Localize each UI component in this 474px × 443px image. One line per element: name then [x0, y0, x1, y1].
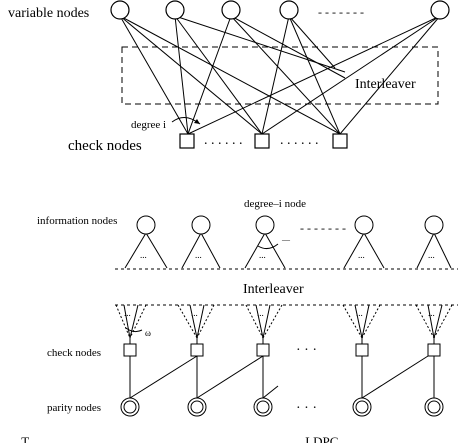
check-node-fans — [115, 304, 453, 339]
check-node-stems — [129, 338, 435, 344]
small-dots: ... — [358, 250, 365, 260]
small-dots: ... — [356, 308, 363, 318]
small-dots: ... — [259, 250, 266, 260]
parity-node — [253, 397, 273, 417]
small-dots: ... — [124, 308, 131, 318]
small-dots: ... — [428, 308, 435, 318]
check-node — [179, 133, 195, 149]
variable-nodes-ellipsis: - - - - - - - — [318, 5, 364, 19]
information-nodes — [136, 215, 444, 235]
check-node — [256, 343, 270, 357]
variable-node — [165, 0, 185, 20]
interleaver-bottom-label: Interleaver — [243, 282, 304, 297]
variable-nodes — [110, 0, 450, 20]
interleaver-label: Interleaver — [355, 77, 416, 92]
information-ellipsis: - - - - - - - — [300, 221, 346, 235]
parity-node — [424, 397, 444, 417]
check-nodes-bottom-label: check nodes — [47, 347, 101, 359]
degree-arrowhead — [194, 119, 200, 124]
variable-node — [279, 0, 299, 20]
small-dots: ... — [257, 308, 264, 318]
parity-nodes-ellipsis: · · · — [296, 401, 317, 416]
check-nodes-bottom — [123, 343, 441, 357]
small-dots: ... — [428, 250, 435, 260]
parity-node — [352, 397, 372, 417]
information-node — [191, 215, 211, 235]
parity-node — [120, 397, 140, 417]
top-diagram: variable nodes Interleaver — [8, 0, 450, 154]
small-dots: ... — [140, 250, 147, 260]
information-node — [255, 215, 275, 235]
information-nodes-label: information nodes — [37, 215, 117, 227]
check-nodes-ellipsis-1: . . . . . . — [204, 133, 243, 148]
parity-nodes — [120, 397, 444, 417]
variable-node — [221, 0, 241, 20]
parity-nodes-label: parity nodes — [47, 402, 101, 414]
degree-label: degree i — [131, 119, 166, 131]
variable-node — [430, 0, 450, 20]
check-node — [254, 133, 270, 149]
information-node-fans — [124, 232, 452, 269]
check-node — [427, 343, 441, 357]
edge-mark-check: ω — [145, 328, 151, 338]
top-edges — [119, 15, 441, 135]
check-nodes-ellipsis: · · · — [296, 343, 317, 358]
information-small-dots: ... ... ... ... ... — [140, 250, 435, 260]
small-dots: ... — [195, 250, 202, 260]
bottom-diagram: information nodes degree–i node - - - - … — [37, 198, 458, 417]
variable-nodes-label: variable nodes — [8, 6, 89, 21]
check-node — [190, 343, 204, 357]
parity-chain — [129, 355, 435, 399]
check-node — [332, 133, 348, 149]
edge-mark-small: — — [281, 235, 291, 244]
parity-node — [187, 397, 207, 417]
degree-node-label: degree–i node — [244, 198, 306, 210]
small-dots: ... — [191, 308, 198, 318]
check-small-dots: ... ... ... ... ... — [124, 308, 435, 318]
check-nodes-top — [179, 133, 348, 149]
interleaver-box — [121, 46, 439, 105]
information-node — [424, 215, 444, 235]
check-node-solid-edges — [123, 304, 443, 339]
check-nodes-ellipsis-2: . . . . . . — [280, 133, 319, 148]
check-node — [123, 343, 137, 357]
information-node — [136, 215, 156, 235]
check-nodes-label: check nodes — [68, 138, 142, 154]
check-edge-arc — [125, 327, 143, 333]
information-node — [354, 215, 374, 235]
variable-node — [110, 0, 130, 20]
caption-fragment: ... . T ... ... ... ... ... ... ... ... … — [2, 434, 377, 443]
check-node — [355, 343, 369, 357]
degree-node-arc — [257, 243, 279, 250]
